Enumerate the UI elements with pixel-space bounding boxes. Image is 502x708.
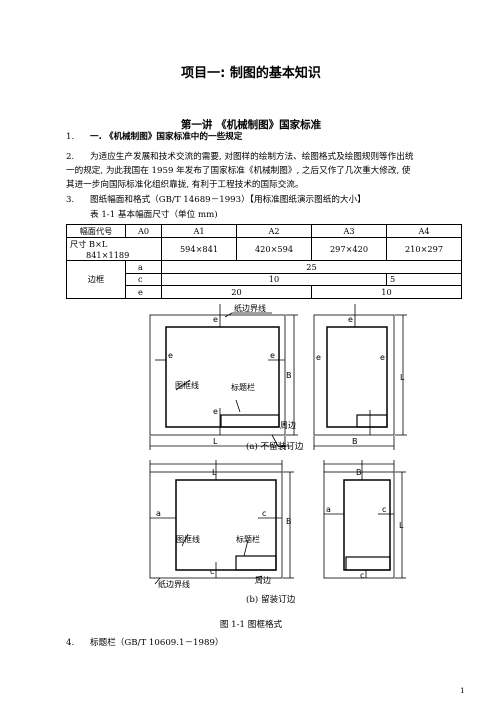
table-cell: 25 xyxy=(161,260,462,274)
frame-inner-a2 xyxy=(326,326,388,428)
item-1-heading: 一. 《机械制图》国家标准中的一些规定 xyxy=(90,132,243,142)
label-B-b2: B xyxy=(356,468,362,477)
label-e-a4: e xyxy=(270,351,275,360)
size-label: 尺寸 B×L xyxy=(70,239,108,249)
table-header-cell: A2 xyxy=(236,224,312,238)
label-L-b1: L xyxy=(212,468,217,477)
label-e-a2: e xyxy=(213,407,218,416)
label-L-a1: L xyxy=(213,437,218,446)
table-cell: 20 xyxy=(161,285,312,299)
label-title-block-a: 标题栏 xyxy=(231,382,255,392)
label-e-a7: e xyxy=(380,353,385,362)
item-number-4: 4. xyxy=(66,638,75,648)
table-row: e 20 10 xyxy=(67,285,462,299)
table-row: 边框 a 25 xyxy=(66,260,462,299)
label-c-b2: c xyxy=(210,567,214,576)
table-row: 尺寸 B×L 841×1189 594×841 420×594 297×420 … xyxy=(66,237,462,261)
sheet-outer-a1 xyxy=(149,314,286,436)
label-a-b2: a xyxy=(326,505,331,514)
frame-inner-b1 xyxy=(175,479,277,571)
label-B-b1: B xyxy=(286,517,292,526)
label-L-a2: L xyxy=(400,373,405,382)
label-paper-edge-b: 纸边界线 xyxy=(158,579,190,589)
label-B-a2: B xyxy=(352,437,358,446)
table-caption: 表 1-1 基本幅面尺寸（单位 mm) xyxy=(90,210,218,220)
caption-a: (a) 不留装订边 xyxy=(246,442,304,452)
sheet-outer-a2 xyxy=(313,314,395,436)
item-number-1: 1. xyxy=(66,132,75,142)
paragraph-2-line-3: 其进一步向国际标准化组织靠拢, 有利于工程技术的国际交流。 xyxy=(66,180,304,190)
paper-size-table: 幅面代号 A0 A1 A2 A3 A4 尺寸 B×L 841×1189 594×… xyxy=(66,224,462,299)
label-a-b1: a xyxy=(156,509,161,518)
label-frame-line-a: 图框线 xyxy=(175,380,199,390)
paragraph-2-line-2: 一的规定, 为此我国在 1959 年发布了国家标准《机械制图》, 之后又作了几次… xyxy=(66,166,411,176)
label-e-a5: e xyxy=(348,315,353,324)
table-cell-label: a xyxy=(125,260,162,274)
sheet-outer-b2 xyxy=(323,471,395,579)
item-number-2: 2. xyxy=(66,152,75,162)
table-cell: 594×841 xyxy=(161,237,237,261)
item-number-3: 3. xyxy=(66,195,75,205)
figure-a: 纸边界线 图框线 标题栏 周边 L B e e e e L B e e e xyxy=(149,303,407,450)
title-block-b1 xyxy=(235,555,277,571)
label-e-a3: e xyxy=(168,351,173,360)
table-cell-label: c xyxy=(125,272,162,286)
table-cell: 420×594 xyxy=(236,237,312,261)
border-label-cell: 边框 xyxy=(66,260,126,299)
title-block-a2 xyxy=(356,414,388,428)
page-title: 项目一: 制图的基本知识 xyxy=(181,66,321,81)
table-cell-label: e xyxy=(125,285,162,299)
table-cell: 210×297 xyxy=(386,237,462,261)
table-cell: 10 xyxy=(161,272,387,286)
lecture-heading: 第一讲 《机械制图》国家标准 xyxy=(180,119,322,131)
label-frame-line-b: 图框线 xyxy=(176,534,200,544)
figure-caption: 图 1-1 图框格式 xyxy=(219,620,283,630)
label-c-b3: c xyxy=(382,505,386,514)
title-block-a1 xyxy=(220,414,280,428)
table-cell-size: 尺寸 B×L 841×1189 xyxy=(66,237,162,261)
caption-b: (b) 留装订边 xyxy=(246,595,296,605)
figure-b: 图框线 标题栏 纸边界线 周边 L B a c c B L a c c xyxy=(149,460,406,589)
item-3-text: 图纸幅面和格式（GB/T 14689－1993）【用标准图纸演示图纸的大小】 xyxy=(90,195,366,205)
label-title-block-b: 标题栏 xyxy=(236,534,260,544)
label-perimeter-b: 周边 xyxy=(255,575,271,585)
label-c-b1: c xyxy=(262,509,266,518)
page-number: 1 xyxy=(460,686,465,695)
table-row: 幅面代号 A0 A1 A2 A3 A4 xyxy=(66,224,462,238)
label-B-a1: B xyxy=(286,371,292,380)
table-header-cell: A0 xyxy=(125,224,162,238)
frame-inner-a1 xyxy=(165,326,280,428)
paragraph-2-line-1: 为适应生产发展和技术交流的需要, 对图样的绘制方法、绘图格式及绘图规则等作出统 xyxy=(90,152,414,162)
label-L-b2: L xyxy=(399,521,404,530)
leader-paper-edge xyxy=(224,312,272,318)
label-e-a6: e xyxy=(316,353,321,362)
table-header-cell: A1 xyxy=(161,224,237,238)
table-cell: 10 xyxy=(311,285,462,299)
label-perimeter-a: 周边 xyxy=(280,420,296,430)
table-header-cell: 幅面代号 xyxy=(66,224,126,238)
table-cell: 297×420 xyxy=(311,237,387,261)
table-header-cell: A3 xyxy=(311,224,387,238)
label-paper-edge-a: 纸边界线 xyxy=(234,303,266,313)
size-a0: 841×1189 xyxy=(86,250,130,260)
item-4-text: 标题栏（GB/T 10609.1－1989） xyxy=(90,638,224,648)
title-block-b2 xyxy=(345,556,391,571)
table-cell: 5 xyxy=(386,272,462,286)
table-row: c 10 5 xyxy=(67,272,462,286)
label-c-b4: c xyxy=(360,571,364,580)
table-header-cell: A4 xyxy=(386,224,462,238)
label-e-a1: e xyxy=(213,315,218,324)
